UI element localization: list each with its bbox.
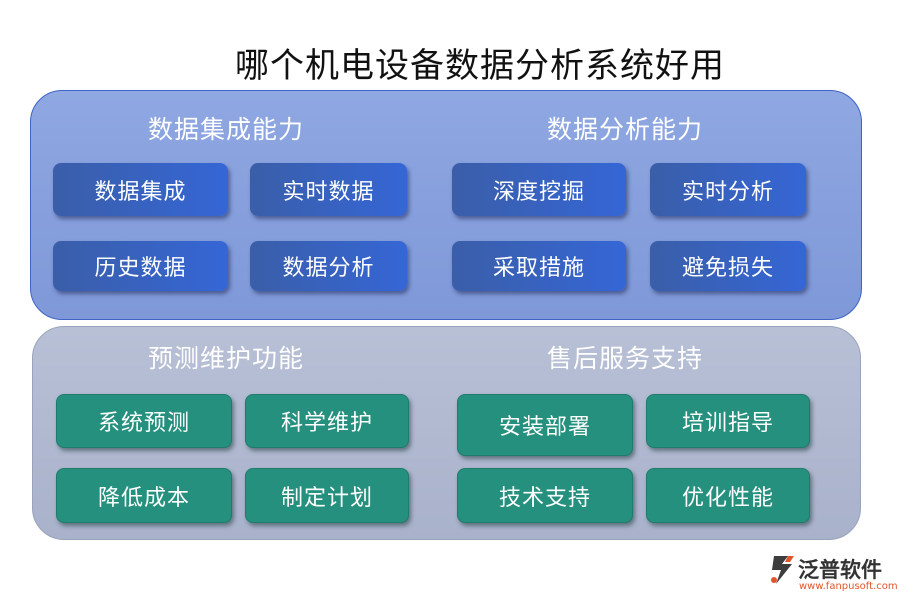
button-avoid-loss[interactable]: 避免损失 [650, 241, 806, 291]
button-install-deploy[interactable]: 安装部署 [457, 394, 633, 456]
button-system-prediction[interactable]: 系统预测 [56, 394, 232, 448]
section-title-after-sales-service: 售后服务支持 [547, 344, 704, 373]
button-data-analysis[interactable]: 数据分析 [250, 241, 407, 291]
button-reduce-cost[interactable]: 降低成本 [56, 468, 232, 523]
section-title-data-integration: 数据集成能力 [148, 115, 305, 144]
button-history-data[interactable]: 历史数据 [53, 241, 228, 291]
logo-name: 泛普软件 [798, 558, 882, 582]
button-make-plan[interactable]: 制定计划 [245, 468, 409, 523]
logo-url: www.fanpusoft.com [799, 581, 898, 592]
section-title-data-analysis: 数据分析能力 [547, 115, 704, 144]
button-take-measures[interactable]: 采取措施 [452, 241, 626, 291]
button-deep-mining[interactable]: 深度挖掘 [452, 163, 626, 216]
button-realtime-analysis[interactable]: 实时分析 [650, 163, 806, 216]
button-training-guidance[interactable]: 培训指导 [646, 394, 810, 448]
button-realtime-data[interactable]: 实时数据 [250, 163, 407, 216]
button-scientific-maintenance[interactable]: 科学维护 [245, 394, 409, 448]
button-optimize-performance[interactable]: 优化性能 [646, 468, 810, 523]
fanpu-logo-icon [771, 556, 794, 584]
page-title: 哪个机电设备数据分析系统好用 [235, 46, 725, 86]
button-data-integration[interactable]: 数据集成 [53, 163, 228, 216]
button-technical-support[interactable]: 技术支持 [457, 468, 633, 523]
fanpu-logo: 泛普软件 www.fanpusoft.com [768, 552, 898, 598]
section-title-predictive-maintenance: 预测维护功能 [148, 344, 305, 373]
